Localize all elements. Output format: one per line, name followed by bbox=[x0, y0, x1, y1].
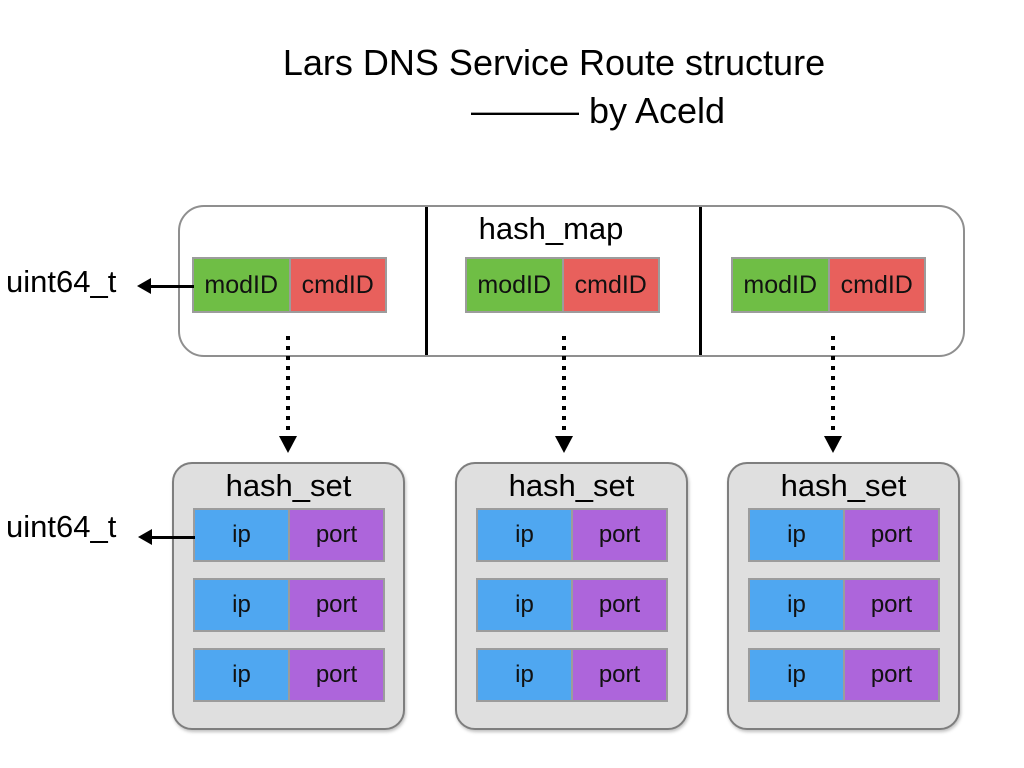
modid-cmdid-pair-2: modID cmdID bbox=[465, 257, 660, 313]
ip-cell: ip bbox=[195, 580, 290, 630]
ip-cell: ip bbox=[195, 650, 290, 700]
ip-cell: ip bbox=[195, 510, 290, 560]
hash-map-divider-2 bbox=[699, 207, 702, 355]
arrow-down-icon bbox=[555, 436, 573, 453]
hash-set-label: hash_set bbox=[225, 468, 352, 503]
ip-cell: ip bbox=[750, 650, 845, 700]
ip-port-row: ip port bbox=[748, 508, 940, 562]
uint64-label-top: uint64_t bbox=[6, 264, 117, 299]
hash-map-box: hash_map modID cmdID modID cmdID modID c… bbox=[178, 205, 965, 357]
modid-cell: modID bbox=[467, 259, 564, 311]
ip-port-row: ip port bbox=[193, 508, 385, 562]
port-cell: port bbox=[573, 650, 666, 700]
modid-cell: modID bbox=[733, 259, 830, 311]
arrow-line-bottom bbox=[150, 536, 195, 539]
arrow-left-icon bbox=[137, 278, 151, 294]
port-cell: port bbox=[845, 510, 938, 560]
ip-port-row: ip port bbox=[476, 648, 668, 702]
hash-map-divider-1 bbox=[425, 207, 428, 355]
hash-set-box-1: hash_set ip port ip port ip port bbox=[172, 462, 405, 730]
ip-port-row: ip port bbox=[748, 578, 940, 632]
hash-set-label: hash_set bbox=[780, 468, 907, 503]
dotted-arrow-line-3 bbox=[831, 336, 835, 436]
arrow-left-icon bbox=[138, 529, 152, 545]
uint64-label-bottom: uint64_t bbox=[6, 509, 117, 544]
arrow-down-icon bbox=[824, 436, 842, 453]
modid-cmdid-pair-1: modID cmdID bbox=[192, 257, 387, 313]
port-cell: port bbox=[845, 580, 938, 630]
port-cell: port bbox=[573, 510, 666, 560]
port-cell: port bbox=[573, 580, 666, 630]
arrow-line-top bbox=[149, 285, 194, 288]
diagram-title: Lars DNS Service Route structure bbox=[282, 42, 826, 83]
port-cell: port bbox=[290, 650, 383, 700]
hash-map-label: hash_map bbox=[478, 211, 624, 246]
ip-port-row: ip port bbox=[476, 578, 668, 632]
ip-cell: ip bbox=[478, 650, 573, 700]
cmdid-cell: cmdID bbox=[290, 259, 385, 311]
cmdid-cell: cmdID bbox=[829, 259, 924, 311]
dotted-arrow-line-2 bbox=[562, 336, 566, 436]
port-cell: port bbox=[845, 650, 938, 700]
hash-set-box-3: hash_set ip port ip port ip port bbox=[727, 462, 960, 730]
hash-set-label: hash_set bbox=[508, 468, 635, 503]
ip-cell: ip bbox=[478, 580, 573, 630]
arrow-down-icon bbox=[279, 436, 297, 453]
port-cell: port bbox=[290, 580, 383, 630]
ip-cell: ip bbox=[478, 510, 573, 560]
ip-cell: ip bbox=[750, 510, 845, 560]
modid-cell: modID bbox=[194, 259, 291, 311]
ip-port-row: ip port bbox=[476, 508, 668, 562]
ip-port-row: ip port bbox=[193, 578, 385, 632]
dotted-arrow-line-1 bbox=[286, 336, 290, 436]
modid-cmdid-pair-3: modID cmdID bbox=[731, 257, 926, 313]
cmdid-cell: cmdID bbox=[563, 259, 658, 311]
ip-port-row: ip port bbox=[193, 648, 385, 702]
diagram-subtitle: ——— by Aceld bbox=[470, 90, 726, 131]
hash-set-box-2: hash_set ip port ip port ip port bbox=[455, 462, 688, 730]
port-cell: port bbox=[290, 510, 383, 560]
ip-cell: ip bbox=[750, 580, 845, 630]
ip-port-row: ip port bbox=[748, 648, 940, 702]
